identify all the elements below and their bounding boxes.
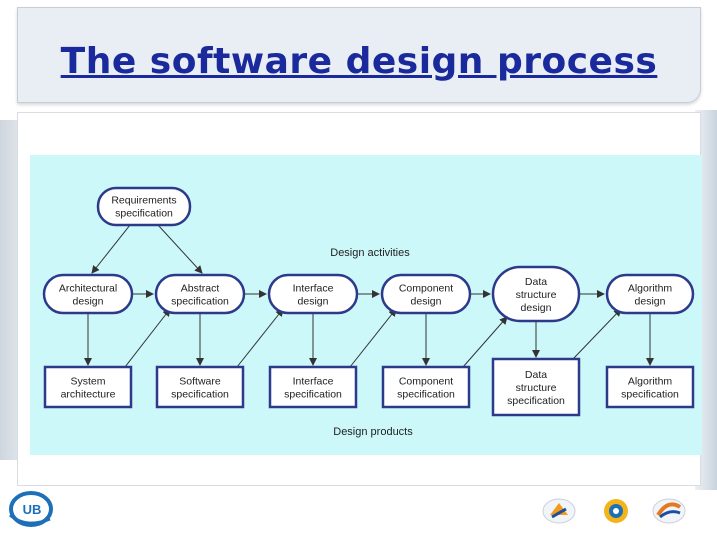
flow-arrow	[572, 308, 622, 360]
logo-3-icon	[652, 498, 686, 524]
title-banner: The software design process	[17, 7, 701, 103]
flow-arrow	[157, 224, 203, 274]
flow-arrow	[236, 308, 284, 368]
flow-arrow	[91, 224, 131, 274]
ub-logo-text: UB	[23, 502, 42, 517]
design-products-label: Design products	[333, 426, 413, 438]
slide-title: The software design process	[60, 41, 658, 82]
ub-logo-icon: UB	[9, 491, 53, 527]
flow-arrow	[462, 316, 508, 368]
flow-arrow	[124, 308, 171, 368]
logo-2-icon	[604, 499, 628, 523]
logo-1-icon	[542, 498, 576, 524]
design-activities-label: Design activities	[330, 247, 410, 259]
flow-arrow	[349, 308, 397, 368]
